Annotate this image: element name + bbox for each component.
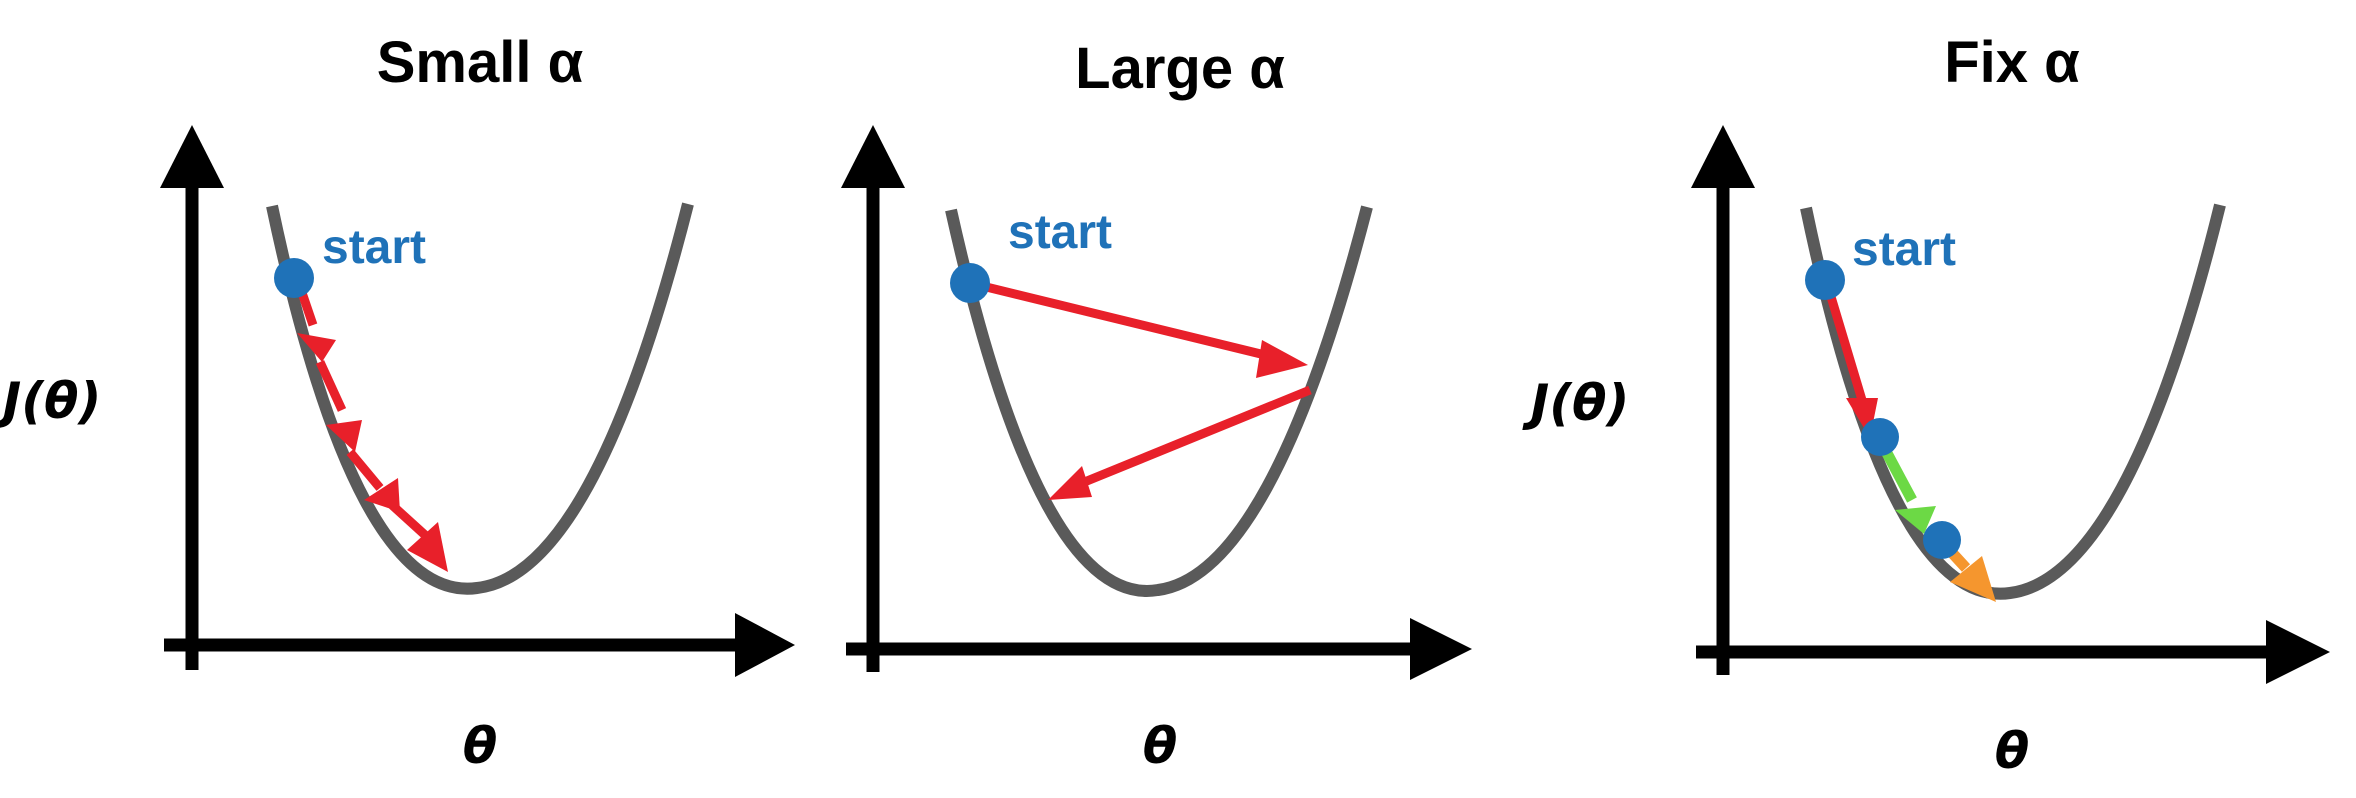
panel-small-alpha: Small α J(θ) θ	[0, 30, 795, 775]
start-label: start	[1008, 206, 1112, 259]
loss-curve	[945, 205, 1373, 597]
start-label: start	[1852, 223, 1956, 276]
x-axis-label: θ	[1143, 717, 1177, 775]
start-point	[1805, 260, 1845, 300]
x-axis-label: θ	[463, 717, 497, 775]
x-axis-label: θ	[1995, 722, 2029, 780]
panel-fix-alpha: Fix α J(θ) θ start	[1522, 30, 2330, 780]
step-arrow	[346, 449, 400, 512]
start-point	[274, 258, 314, 298]
step-point	[1923, 521, 1961, 559]
start-label: start	[322, 221, 426, 274]
descent-steps	[1821, 278, 1996, 602]
step-arrow	[388, 501, 448, 572]
panel-title: Small α	[377, 30, 584, 95]
panel-title: Fix α	[1944, 30, 2080, 95]
y-axis-label: J(θ)	[1522, 374, 1630, 432]
panel-title: Large α	[1075, 36, 1285, 101]
loss-curve	[266, 202, 694, 595]
step-point	[1861, 418, 1899, 456]
step-arrow	[1048, 385, 1312, 500]
step-arrow	[315, 360, 362, 452]
step-arrow-red	[1821, 278, 1878, 438]
right-arrowhead-icon	[1410, 618, 1472, 680]
descent-steps	[968, 278, 1312, 500]
step-arrow	[968, 278, 1308, 378]
right-arrowhead-icon	[735, 613, 795, 677]
up-arrowhead-icon	[1691, 125, 1755, 188]
start-point	[950, 263, 990, 303]
up-arrowhead-icon	[160, 125, 224, 188]
right-arrowhead-icon	[2266, 620, 2330, 684]
descent-steps	[292, 276, 448, 572]
y-axis-label: J(θ)	[0, 372, 101, 430]
panel-large-alpha: Large α θ start	[841, 36, 1472, 775]
up-arrowhead-icon	[841, 125, 905, 188]
